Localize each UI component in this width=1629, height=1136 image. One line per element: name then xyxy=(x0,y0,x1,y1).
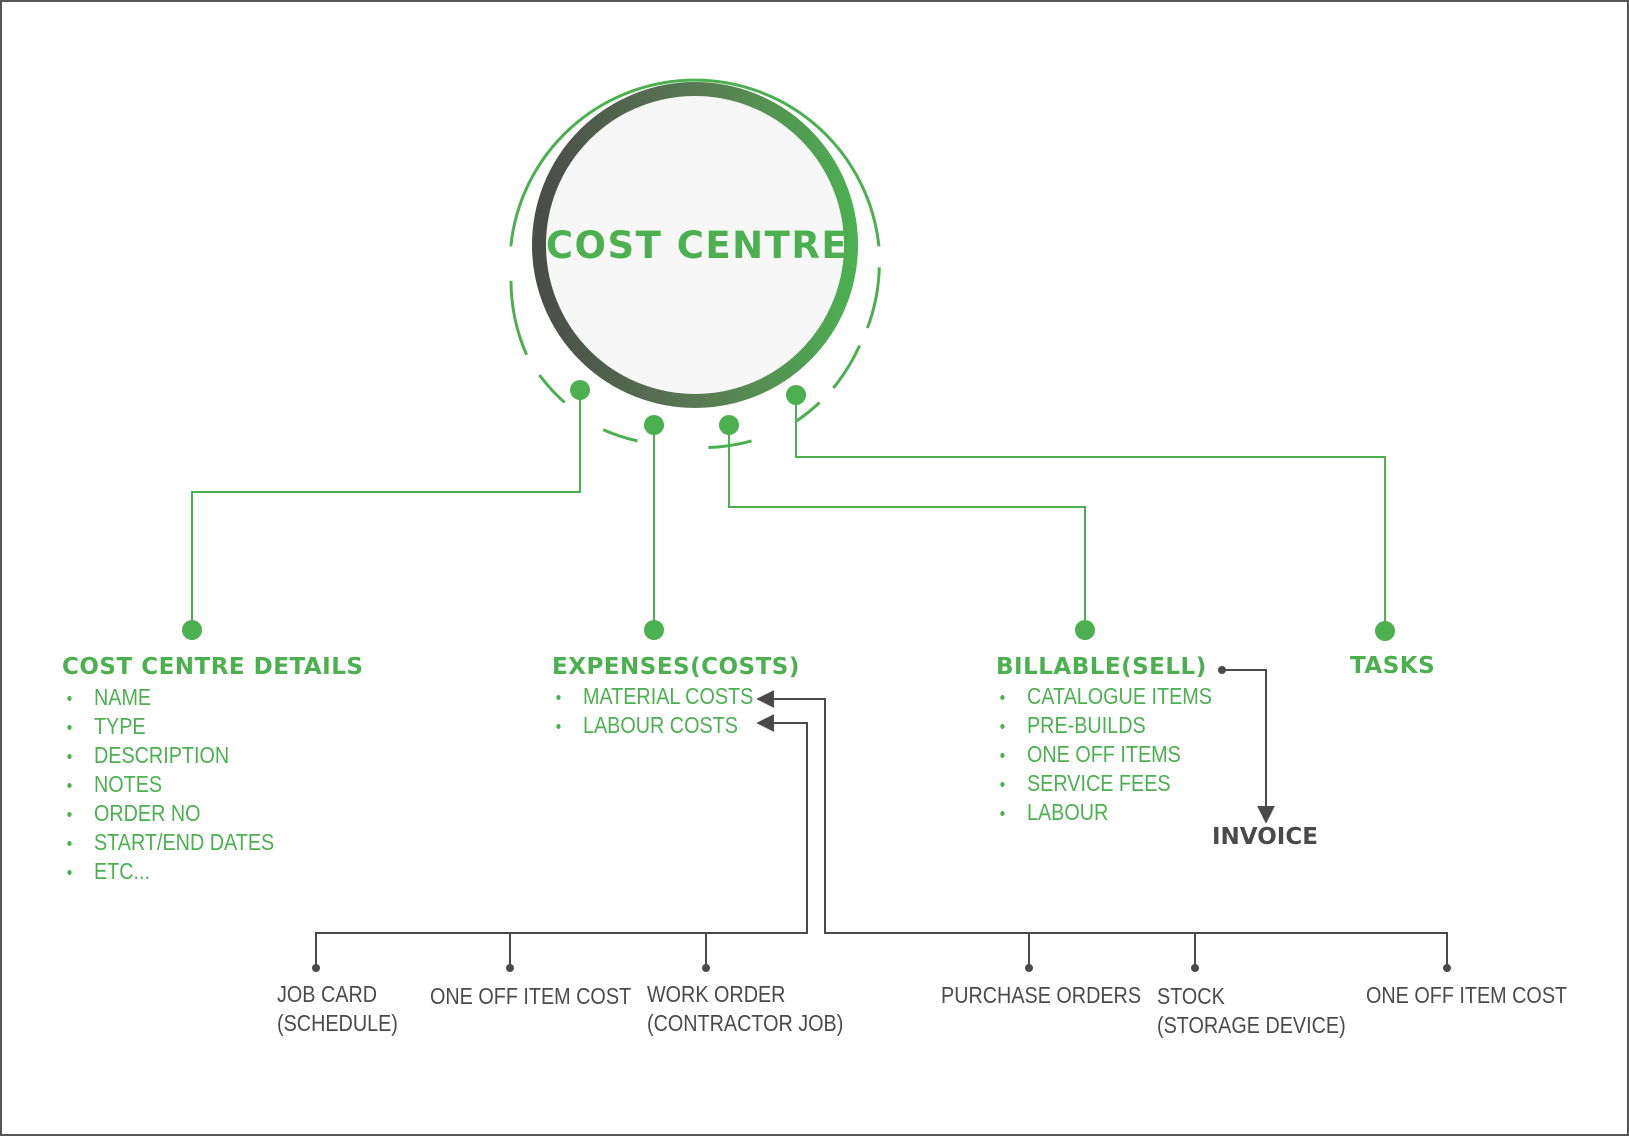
list-item: CATALOGUE ITEMS xyxy=(996,682,1212,711)
ring-dot-details xyxy=(570,380,590,400)
details-heading: COST CENTRE DETAILS xyxy=(62,654,364,680)
list-item: TYPE xyxy=(63,712,274,741)
list-item: LABOUR xyxy=(996,798,1212,827)
list-item: ONE OFF ITEMS xyxy=(996,740,1212,769)
source-dots xyxy=(312,666,1451,972)
billable-list: CATALOGUE ITEMS PRE-BUILDS ONE OFF ITEMS… xyxy=(996,682,1247,827)
ring-dot-billable xyxy=(719,415,739,435)
connector-dots xyxy=(182,380,1395,641)
billable-heading: BILLABLE(SELL) xyxy=(996,654,1207,680)
list-item: MATERIAL COSTS xyxy=(552,682,753,711)
details-list: NAME TYPE DESCRIPTION NOTES ORDER NO STA… xyxy=(63,683,309,886)
source-purchase-orders: PURCHASE ORDERS xyxy=(941,982,1142,1008)
source-connectors xyxy=(315,669,1448,968)
list-item: NAME xyxy=(63,683,274,712)
list-item: PRE-BUILDS xyxy=(996,711,1212,740)
list-item: NOTES xyxy=(63,770,274,799)
ring-dot-tasks xyxy=(786,385,806,405)
source-one-off-item-cost-material: ONE OFF ITEM COST xyxy=(1366,982,1568,1008)
list-item: ORDER NO xyxy=(63,799,274,828)
ring-dot-expenses xyxy=(644,415,664,435)
end-dot-billable xyxy=(1075,620,1095,640)
center-title: COST CENTRE xyxy=(546,224,848,267)
invoice-label: INVOICE xyxy=(1212,824,1318,850)
list-item: ETC... xyxy=(63,857,274,886)
tasks-heading: TASKS xyxy=(1350,653,1436,679)
end-dot-details xyxy=(182,620,202,640)
source-work-order: WORK ORDER(CONTRACTOR JOB) xyxy=(647,981,844,1036)
branch-connectors xyxy=(191,390,1386,630)
list-item: DESCRIPTION xyxy=(63,741,274,770)
list-item: LABOUR COSTS xyxy=(552,711,753,740)
invoice-link-dot xyxy=(1218,666,1226,674)
end-dot-expenses xyxy=(644,620,664,640)
source-stock: STOCK(STORAGE DEVICE) xyxy=(1157,983,1346,1038)
end-dot-tasks xyxy=(1375,621,1395,641)
expenses-list: MATERIAL COSTS LABOUR COSTS xyxy=(552,682,786,740)
center-circle xyxy=(532,82,858,408)
source-one-off-item-cost-labour: ONE OFF ITEM COST xyxy=(430,983,632,1009)
list-item: SERVICE FEES xyxy=(996,769,1212,798)
source-job-card: JOB CARD(SCHEDULE) xyxy=(277,981,398,1036)
list-item: START/END DATES xyxy=(63,828,274,857)
expenses-heading: EXPENSES(COSTS) xyxy=(552,654,800,680)
